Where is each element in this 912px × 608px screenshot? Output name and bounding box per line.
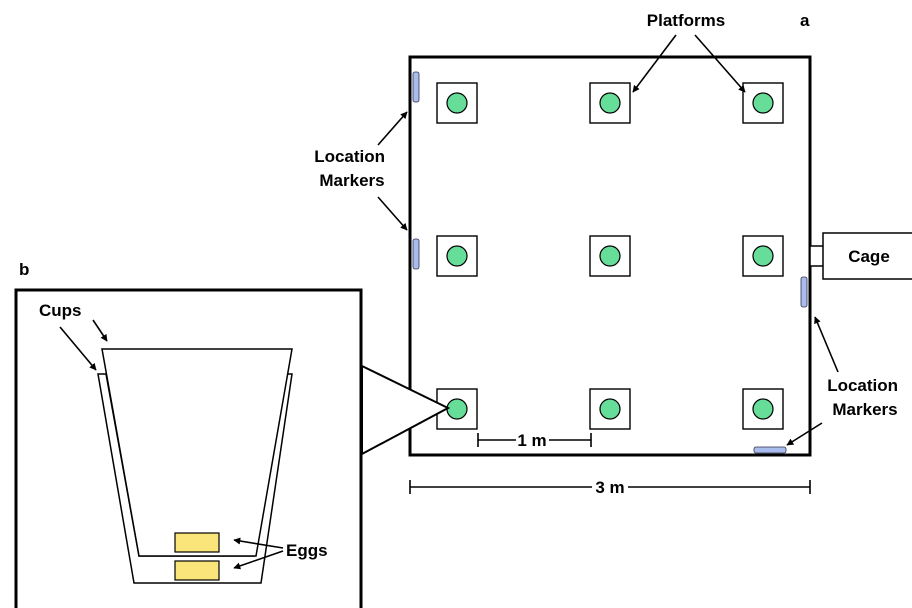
cage-connector bbox=[809, 245, 825, 267]
platforms-arrow bbox=[632, 34, 677, 93]
platform-target bbox=[752, 92, 774, 114]
eggs-label: Eggs bbox=[286, 541, 328, 560]
cage-label: Cage bbox=[848, 247, 890, 266]
egg-upper bbox=[174, 532, 220, 553]
eggs-arrow bbox=[233, 537, 284, 549]
cups-label: Cups bbox=[39, 301, 82, 320]
location-marker bbox=[800, 276, 808, 308]
platform-target bbox=[599, 245, 621, 267]
location-markers-left-arrow bbox=[377, 196, 408, 231]
zoom-callout bbox=[361, 364, 451, 456]
location-markers-right-line1: Location bbox=[827, 376, 898, 395]
location-marker bbox=[412, 238, 420, 270]
inner-cup bbox=[101, 348, 293, 557]
platform-target bbox=[752, 398, 774, 420]
panel-a-label: a bbox=[800, 11, 810, 30]
cage-box bbox=[822, 232, 912, 280]
platform-target bbox=[752, 245, 774, 267]
location-markers-left-arrow bbox=[377, 111, 408, 146]
platform bbox=[589, 235, 631, 277]
panel-b-label: b bbox=[19, 260, 29, 279]
location-markers-left-line1: Location bbox=[314, 147, 385, 166]
location-markers-left-label: Location Markers bbox=[314, 147, 390, 190]
location-marker bbox=[753, 446, 787, 454]
scale-3m-label: 3 m bbox=[595, 478, 624, 497]
cups-arrow bbox=[59, 326, 97, 371]
platform-grid bbox=[436, 82, 784, 430]
platform-target bbox=[599, 398, 621, 420]
platform bbox=[436, 235, 478, 277]
platform-target bbox=[446, 398, 468, 420]
location-marker bbox=[412, 71, 420, 103]
platform bbox=[742, 82, 784, 124]
platform bbox=[589, 388, 631, 430]
platform bbox=[436, 82, 478, 124]
platforms-label: Platforms bbox=[647, 11, 725, 30]
location-markers-right-label: Location Markers bbox=[827, 376, 903, 419]
platform-target bbox=[446, 245, 468, 267]
platforms-arrow bbox=[694, 34, 746, 93]
egg-lower bbox=[174, 560, 220, 581]
platform bbox=[742, 388, 784, 430]
eggs-arrow bbox=[233, 550, 284, 570]
platform-target bbox=[599, 92, 621, 114]
platform bbox=[742, 235, 784, 277]
cups-arrow bbox=[92, 319, 108, 342]
location-markers-right-arrow bbox=[814, 316, 839, 373]
scale-1m-label: 1 m bbox=[517, 431, 546, 450]
platform bbox=[589, 82, 631, 124]
location-markers-left-line2: Markers bbox=[319, 171, 384, 190]
platform-square bbox=[436, 82, 478, 124]
location-markers-right-line2: Markers bbox=[832, 400, 897, 419]
platform-target bbox=[446, 92, 468, 114]
location-markers-right-arrow bbox=[786, 422, 823, 446]
